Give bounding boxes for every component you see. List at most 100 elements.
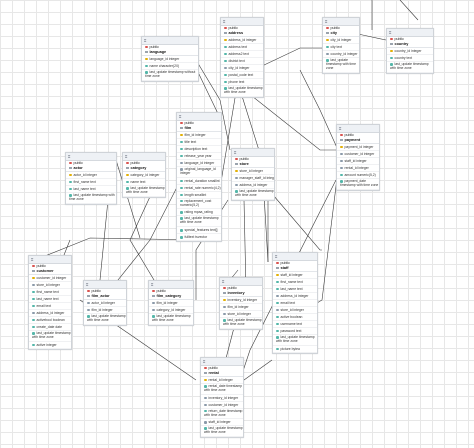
column-row[interactable]: store_id integer — [273, 307, 317, 314]
column-row[interactable]: customer_id integer — [337, 151, 379, 158]
column-row[interactable]: store_id integer — [29, 282, 71, 289]
column-row[interactable]: description text — [177, 146, 221, 153]
column-row[interactable]: first_name text — [273, 279, 317, 286]
column-row[interactable]: address2 text — [221, 51, 263, 58]
column-row[interactable]: create_date date — [29, 324, 71, 331]
table-header-bar[interactable]: ⌗ — [201, 358, 243, 366]
column-row[interactable]: last_update timestamp with time zone — [149, 314, 193, 325]
column-row[interactable]: last_update timestamp with time zone — [387, 62, 433, 73]
column-row[interactable]: language_id integer — [142, 56, 198, 63]
column-row[interactable]: language_id integer — [177, 160, 221, 167]
table-header-bar[interactable]: ⌗ — [323, 18, 359, 26]
column-row[interactable]: last_update timestamp with time zone — [232, 189, 274, 200]
column-row[interactable]: address_id integer — [232, 182, 274, 189]
column-row[interactable]: active integer — [29, 342, 71, 349]
column-row[interactable]: address_id integer — [221, 37, 263, 44]
column-row[interactable]: last_update timestamp with time zone — [323, 58, 359, 73]
column-row[interactable]: actor_id integer — [66, 172, 116, 179]
column-row[interactable]: password text — [273, 328, 317, 335]
column-row[interactable]: staff_id integer — [201, 419, 243, 427]
column-row[interactable]: last_update timestamp with time zone — [123, 186, 165, 197]
column-row[interactable]: amount numeric(5,2) — [337, 172, 379, 179]
column-row[interactable]: film_id integer — [84, 307, 126, 314]
table-header-bar[interactable]: ⌗ — [273, 253, 317, 261]
table-header-bar[interactable]: ⌗ — [66, 153, 116, 161]
column-row[interactable]: activebool boolean — [29, 317, 71, 324]
column-row[interactable]: category_id integer — [149, 307, 193, 314]
column-row[interactable]: last_update timestamp with time zone — [29, 331, 71, 342]
column-row[interactable]: film_id integer — [177, 132, 221, 139]
column-row[interactable]: inventory_id integer — [220, 297, 262, 304]
column-row[interactable]: last_update timestamp with time zone — [84, 314, 126, 325]
column-row[interactable]: last_update timestamp with time zone — [201, 426, 243, 438]
column-row[interactable]: rental_date timestamp with time zone — [201, 384, 243, 395]
column-row[interactable]: last_name text — [29, 296, 71, 303]
column-row[interactable]: username text — [273, 321, 317, 328]
column-row[interactable]: city_id integer — [323, 37, 359, 44]
column-row[interactable]: release_year year — [177, 153, 221, 160]
column-row[interactable]: last_name text — [273, 286, 317, 293]
table-header-bar[interactable]: ⌗ — [177, 113, 221, 121]
table-header-bar[interactable]: ⌗ — [220, 278, 262, 286]
column-row[interactable]: country_id integer — [387, 48, 433, 55]
table-header-bar[interactable]: ⌗ — [221, 18, 263, 26]
column-row[interactable]: country_id integer — [323, 51, 359, 58]
column-row[interactable]: last_update timestamp with time zone — [220, 318, 262, 329]
table-header-bar[interactable]: ⌗ — [84, 281, 126, 289]
table-header-bar[interactable]: ⌗ — [232, 149, 274, 157]
table-header-bar[interactable]: ⌗ — [387, 29, 433, 37]
column-row[interactable]: rating mpaa_rating — [177, 209, 221, 217]
column-row[interactable]: email text — [29, 303, 71, 310]
column-row[interactable]: city_id integer — [221, 65, 263, 72]
column-row[interactable]: length smallint — [177, 192, 221, 199]
column-row[interactable]: district text — [221, 58, 263, 65]
column-row[interactable]: last_update timestamp without time zone — [142, 70, 198, 81]
table-header-bar[interactable]: ⌗ — [149, 281, 193, 289]
column-row[interactable]: city text — [323, 44, 359, 51]
table-header-bar[interactable]: ⌗ — [29, 256, 71, 264]
column-row[interactable]: last_update timestamp with time zone — [273, 335, 317, 346]
column-row[interactable]: phone text — [221, 79, 263, 86]
table-header-bar[interactable]: ⌗ — [337, 125, 379, 133]
column-row[interactable]: postal_code text — [221, 72, 263, 79]
column-row[interactable]: return_date timestamp with time zone — [201, 409, 243, 420]
column-row[interactable]: name character(20) — [142, 63, 198, 70]
column-row[interactable]: first_name text — [66, 179, 116, 186]
column-row[interactable]: payment_date timestamp with time zone — [337, 179, 379, 190]
column-row[interactable]: replacement_cost numeric(5,2) — [177, 199, 221, 210]
column-row[interactable]: last_name text — [66, 186, 116, 193]
column-row[interactable]: rental_id integer — [337, 165, 379, 172]
column-row[interactable]: title text — [177, 139, 221, 146]
column-row[interactable]: actor_id integer — [84, 300, 126, 307]
column-row[interactable]: store_id integer — [220, 311, 262, 318]
column-row[interactable]: staff_id integer — [337, 158, 379, 165]
column-row[interactable]: picture bytea — [273, 346, 317, 353]
column-row[interactable]: fulltext tsvector — [177, 234, 221, 242]
column-row[interactable]: category_id integer — [123, 172, 165, 179]
column-row[interactable]: rental_duration smallint — [177, 178, 221, 185]
column-row[interactable]: last_update timestamp with time zone — [66, 193, 116, 204]
column-row[interactable]: customer_id integer — [201, 402, 243, 409]
table-header-bar[interactable]: ⌗ — [142, 37, 198, 45]
column-row[interactable]: address_id integer — [29, 310, 71, 317]
column-row[interactable]: address_id integer — [273, 293, 317, 300]
column-row[interactable]: first_name text — [29, 289, 71, 296]
column-row[interactable]: original_language_id integer — [177, 167, 221, 178]
column-row[interactable]: film_id integer — [220, 304, 262, 311]
column-row[interactable]: payment_id integer — [337, 144, 379, 151]
column-row[interactable]: customer_id integer — [29, 275, 71, 282]
column-row[interactable]: email text — [273, 300, 317, 307]
column-row[interactable]: manager_staff_id integer — [232, 175, 274, 182]
column-row[interactable]: store_id integer — [232, 168, 274, 175]
